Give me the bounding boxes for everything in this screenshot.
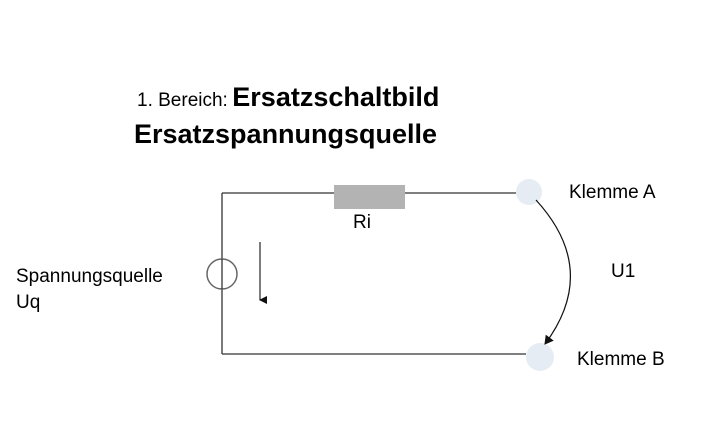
title-line: 1. Bereich: Ersatzschaltbild [137, 84, 439, 111]
source-symbol-label: Uq [16, 292, 41, 313]
terminal-b-label: Klemme B [577, 349, 665, 370]
page-title: Ersatzschaltbild [232, 82, 440, 112]
voltage-label: U1 [611, 261, 636, 282]
page-subtitle: Ersatzspannungsquelle [134, 119, 438, 149]
voltage-u1-arrow [535, 199, 571, 345]
title-prefix: 1. Bereich: [137, 90, 228, 111]
source-label: Spannungsquelle [16, 266, 163, 287]
terminal-b [526, 343, 554, 371]
terminal-a [516, 179, 542, 205]
resistor [334, 185, 405, 209]
terminal-a-label: Klemme A [569, 182, 656, 203]
resistor-label: Ri [353, 212, 371, 233]
